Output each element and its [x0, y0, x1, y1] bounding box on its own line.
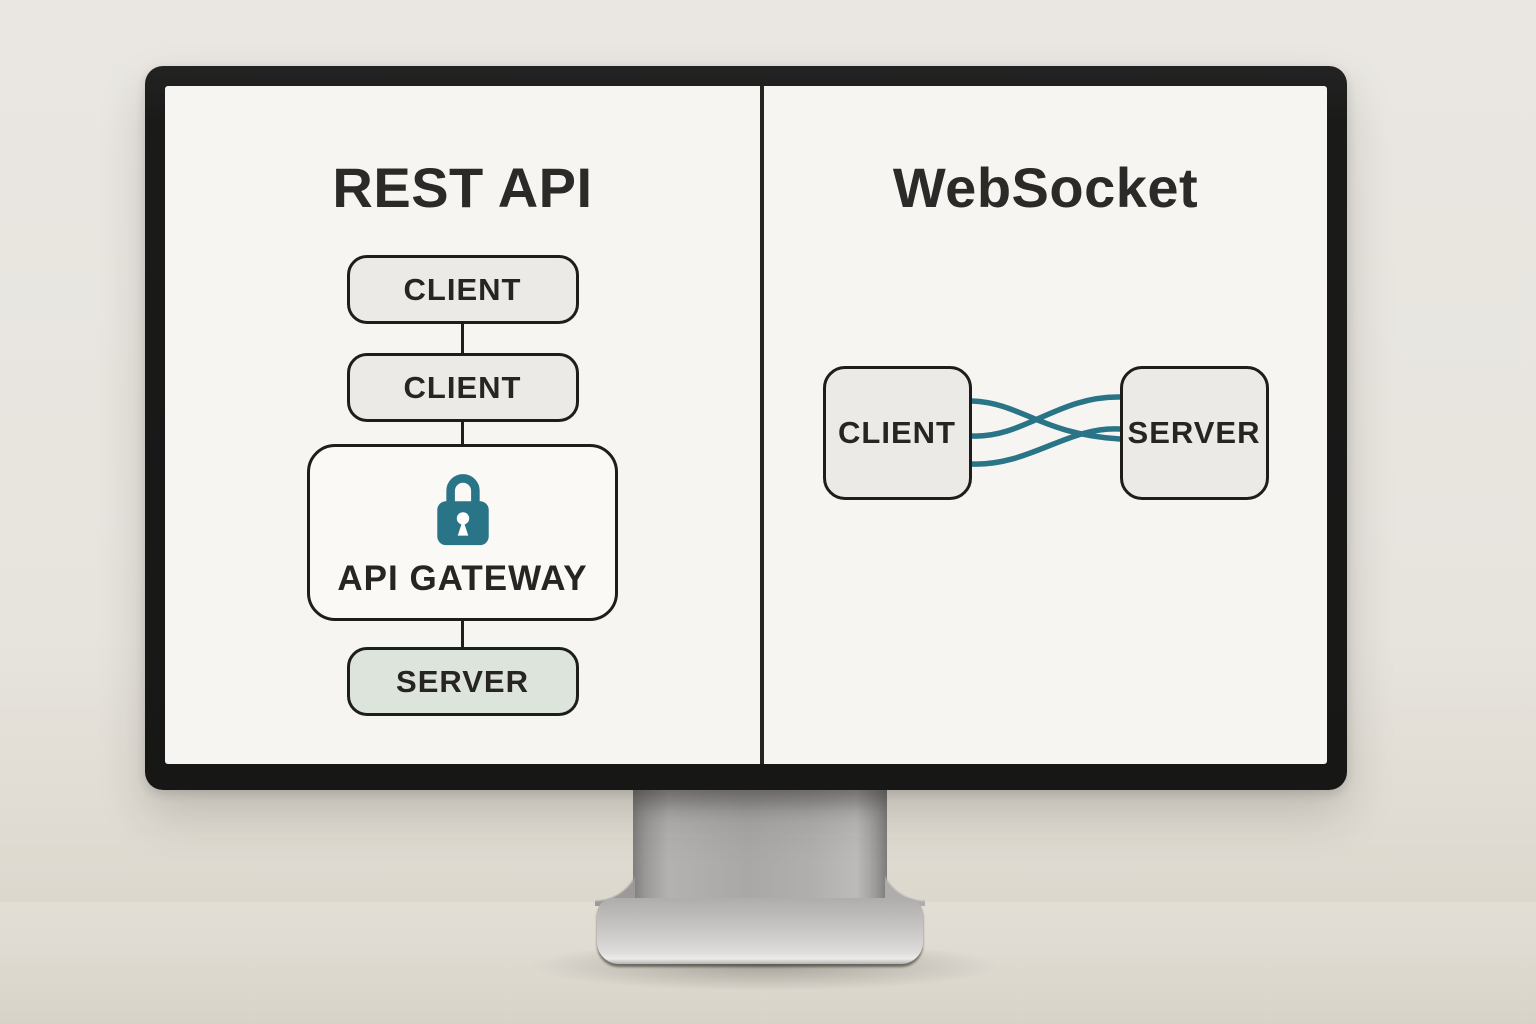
lock-icon	[436, 473, 489, 545]
monitor-screen: REST API CLIENT CLIENT API GATEWAY	[165, 86, 1327, 764]
websocket-diagram-row: CLIENT SERVER	[822, 366, 1269, 500]
rest-client-node-2: CLIENT	[346, 353, 579, 422]
api-gateway-node: API GATEWAY	[307, 444, 618, 621]
websocket-title: WebSocket	[892, 156, 1199, 219]
ws-server-label: SERVER	[1127, 415, 1261, 450]
stand-flare-left	[595, 856, 635, 906]
crossing-connection-lines-icon	[971, 394, 1120, 467]
monitor-stand-base	[597, 898, 923, 964]
rest-client-node-1: CLIENT	[346, 255, 579, 324]
rest-api-title: REST API	[332, 156, 593, 219]
connector-line	[461, 621, 464, 647]
ws-client-node: CLIENT	[822, 366, 972, 500]
stand-flare-right	[885, 856, 925, 906]
panel-rest-api: REST API CLIENT CLIENT API GATEWAY	[165, 86, 760, 764]
ws-server-node: SERVER	[1119, 366, 1269, 500]
monitor-bezel: REST API CLIENT CLIENT API GATEWAY	[145, 66, 1347, 790]
api-gateway-label: API GATEWAY	[337, 558, 588, 598]
panel-divider	[760, 86, 764, 764]
rest-server-label: SERVER	[396, 663, 529, 699]
connector-line	[461, 422, 464, 444]
connector-line	[461, 324, 464, 353]
rest-server-node: SERVER	[346, 647, 579, 716]
rest-client-1-label: CLIENT	[403, 271, 522, 307]
ws-client-label: CLIENT	[838, 415, 956, 450]
monitor-stand-neck	[633, 788, 887, 906]
panel-websocket: WebSocket CLIENT SERVER	[764, 86, 1327, 764]
rest-client-2-label: CLIENT	[403, 369, 522, 405]
